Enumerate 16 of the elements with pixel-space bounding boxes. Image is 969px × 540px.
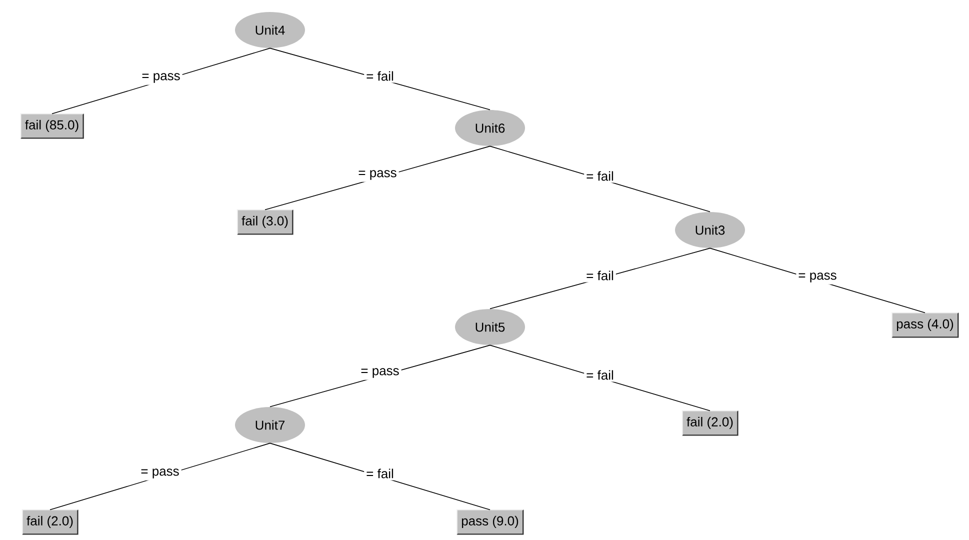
leaf-box: pass (9.0)	[456, 509, 524, 535]
edge-label: = fail	[584, 268, 616, 282]
edge-label: = pass	[358, 366, 402, 380]
edge-label: = fail	[584, 169, 616, 183]
edge-label: = pass	[138, 466, 182, 480]
edge-label: = fail	[364, 466, 396, 480]
edge-label: = fail	[364, 69, 396, 83]
edge-label: = pass	[140, 71, 182, 85]
edge-label: = fail	[584, 368, 616, 382]
leaf-box: fail (2.0)	[22, 509, 78, 535]
edge-label: = pass	[796, 270, 839, 284]
leaf-box: fail (2.0)	[682, 410, 738, 436]
leaf-box: pass (4.0)	[891, 312, 959, 338]
edge-label: = pass	[356, 168, 399, 182]
leaf-box: fail (85.0)	[20, 113, 84, 139]
leaf-box: fail (3.0)	[236, 209, 294, 235]
